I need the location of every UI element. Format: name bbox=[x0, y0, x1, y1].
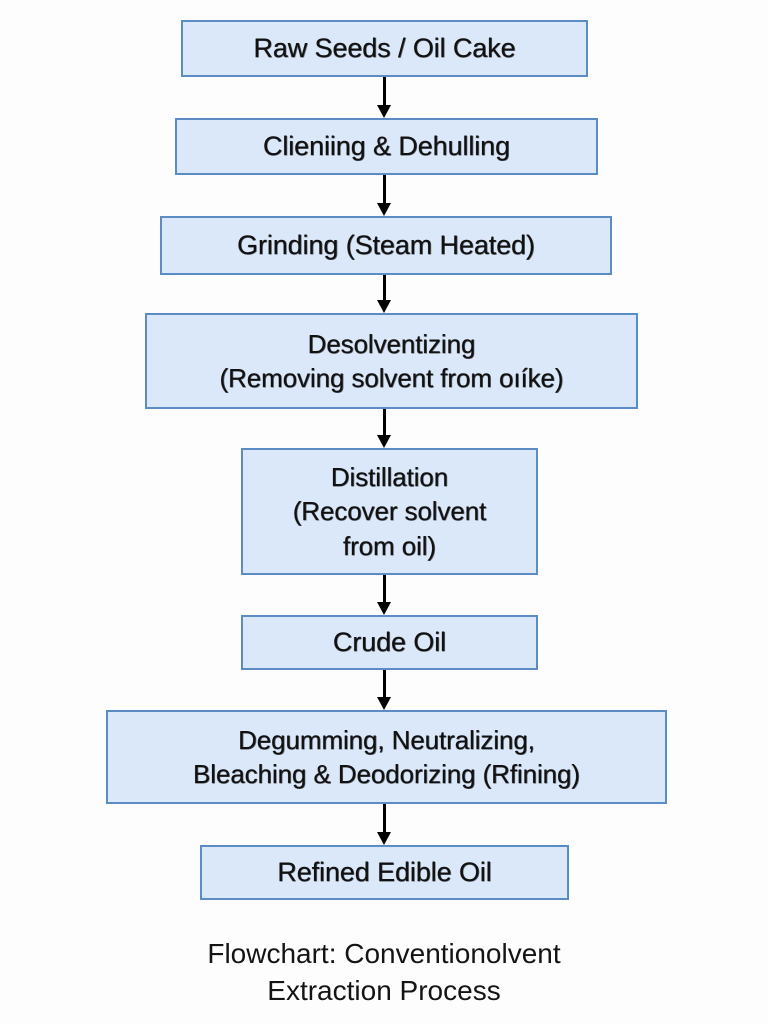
arrow-shaft bbox=[383, 275, 386, 300]
arrow-desolventizing-to-distillation bbox=[377, 409, 391, 448]
arrow-shaft bbox=[383, 175, 386, 203]
arrow-cleaning-to-grinding bbox=[377, 175, 391, 216]
arrow-head-icon bbox=[377, 435, 391, 448]
flowchart-caption: Flowchart: Conventionolvent Extraction P… bbox=[207, 938, 561, 1006]
node-label: Clieniing & Dehulling bbox=[262, 130, 511, 161]
arrow-shaft bbox=[383, 804, 386, 832]
node-label: Crude Oil bbox=[332, 626, 447, 657]
arrow-shaft bbox=[383, 77, 386, 105]
arrow-head-icon bbox=[377, 300, 391, 313]
arrow-head-icon bbox=[377, 105, 391, 118]
arrow-head-icon bbox=[377, 832, 391, 845]
arrow-raw-seeds-to-cleaning bbox=[377, 77, 391, 118]
arrow-shaft bbox=[383, 575, 386, 602]
flowchart-node-degumming[interactable]: Degumming, Neutralizing, Bleaching & Deo… bbox=[106, 710, 667, 804]
arrow-shaft bbox=[383, 670, 386, 697]
arrow-grinding-to-desolventizing bbox=[377, 275, 391, 313]
node-label: Grinding (Steam Heated) bbox=[237, 229, 535, 260]
node-label: Desolventizing (Removing solvent from oı… bbox=[219, 328, 564, 393]
flowchart-node-raw-seeds[interactable]: Raw Seeds / Oil Cake bbox=[181, 20, 588, 77]
arrow-shaft bbox=[383, 409, 386, 435]
node-label: Raw Seeds / Oil Cake bbox=[253, 32, 516, 63]
flowchart-node-crude-oil[interactable]: Crude Oil bbox=[241, 615, 538, 670]
arrow-head-icon bbox=[377, 697, 391, 710]
flowchart-node-distillation[interactable]: Distillation (Recover solvent from oil) bbox=[241, 448, 538, 575]
arrow-head-icon bbox=[377, 602, 391, 615]
node-label: Distillation (Recover solvent from oil) bbox=[292, 462, 487, 561]
flowchart-node-refined-edible-oil[interactable]: Refined Edible Oil bbox=[200, 845, 569, 900]
arrow-crude-oil-to-degumming bbox=[377, 670, 391, 710]
flowchart-node-cleaning[interactable]: Clieniing & Dehulling bbox=[175, 118, 598, 175]
flowchart-node-grinding[interactable]: Grinding (Steam Heated) bbox=[160, 216, 612, 275]
arrow-degumming-to-refined-oil bbox=[377, 804, 391, 845]
arrow-distillation-to-crude-oil bbox=[377, 575, 391, 615]
arrow-head-icon bbox=[377, 203, 391, 216]
flowchart-node-desolventizing[interactable]: Desolventizing (Removing solvent from oı… bbox=[145, 313, 638, 409]
node-label: Degumming, Neutralizing, Bleaching & Deo… bbox=[193, 724, 580, 789]
node-label: Refined Edible Oil bbox=[277, 856, 492, 887]
